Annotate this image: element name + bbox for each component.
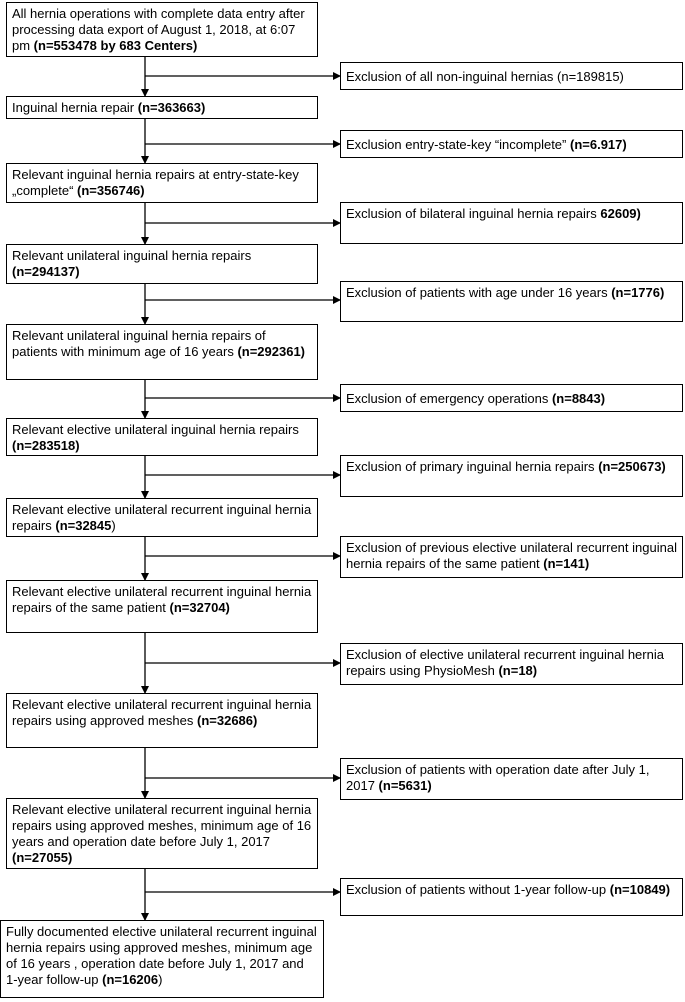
main-box-4-count: (n=294137) — [12, 264, 80, 279]
exclusion-box-4: Exclusion of patients with age under 16 … — [340, 281, 683, 322]
exclusion-box-1-text: Exclusion of all non-inguinal hernias (n… — [346, 69, 624, 84]
exclusion-box-2-text: Exclusion entry-state-key “incomplete” — [346, 137, 570, 152]
exclusion-box-6-count: (n=250673) — [598, 459, 666, 474]
main-box-4-text: Relevant unilateral inguinal hernia repa… — [12, 248, 252, 263]
main-box-6: Relevant elective unilateral inguinal he… — [6, 418, 318, 456]
exclusion-box-3-text: Exclusion of bilateral inguinal hernia r… — [346, 206, 601, 221]
main-box-7-text: Relevant elective unilateral recurrent i… — [12, 502, 312, 533]
main-box-9: Relevant elective unilateral recurrent i… — [6, 693, 318, 748]
main-box-11-count: (n=16206 — [102, 972, 159, 987]
exclusion-box-10-count: (n=10849) — [609, 882, 671, 897]
main-box-5-count: (n=292361) — [237, 344, 306, 359]
exclusion-box-2-count: (n=6.917) — [569, 137, 627, 152]
exclusion-box-5-count: (n=8843) — [551, 391, 606, 406]
main-box-1: All hernia operations with complete data… — [6, 2, 318, 57]
main-box-8-text: Relevant elective unilateral recurrent i… — [12, 584, 312, 615]
main-box-9-text: Relevant elective unilateral recurrent i… — [12, 697, 312, 728]
main-box-11-text: Fully documented elective unilateral rec… — [6, 924, 317, 987]
main-box-3: Relevant inguinal hernia repairs at entr… — [6, 163, 318, 203]
main-box-5: Relevant unilateral inguinal hernia repa… — [6, 324, 318, 380]
exclusion-box-3: Exclusion of bilateral inguinal hernia r… — [340, 202, 683, 244]
main-box-3-count: (n=356746) — [77, 183, 145, 198]
exclusion-box-9-text: Exclusion of patients with operation dat… — [346, 762, 650, 793]
exclusion-box-8: Exclusion of elective unilateral recurre… — [340, 643, 683, 685]
main-box-6-count: (n=283518) — [12, 438, 80, 453]
main-box-3-text: Relevant inguinal hernia repairs at entr… — [12, 167, 299, 198]
main-box-4: Relevant unilateral inguinal hernia repa… — [6, 244, 318, 284]
exclusion-box-4-count: (n=1776) — [611, 285, 665, 300]
main-box-10: Relevant elective unilateral recurrent i… — [6, 798, 318, 869]
exclusion-box-5: Exclusion of emergency operations (n=884… — [340, 384, 683, 412]
main-box-2-count: (n=363663) — [137, 100, 206, 115]
main-box-11-tail: ) — [158, 972, 163, 987]
main-box-2: Inguinal hernia repair (n=363663) — [6, 96, 318, 119]
exclusion-box-4-text: Exclusion of patients with age under 16 … — [346, 285, 612, 300]
exclusion-box-3-count: 62609) — [600, 206, 641, 221]
main-box-1-count: (n=553478 by 683 Centers) — [33, 38, 198, 53]
exclusion-box-10: Exclusion of patients without 1-year fol… — [340, 878, 683, 916]
exclusion-box-10-text: Exclusion of patients without 1-year fol… — [346, 882, 610, 897]
exclusion-box-8-text: Exclusion of elective unilateral recurre… — [346, 647, 664, 678]
main-box-11: Fully documented elective unilateral rec… — [0, 920, 324, 998]
main-box-10-count: (n=27055) — [12, 850, 73, 865]
main-box-2-text: Inguinal hernia repair — [12, 100, 138, 115]
exclusion-box-7: Exclusion of previous elective unilatera… — [340, 536, 683, 578]
main-box-9-count: (n=32686) — [197, 713, 258, 728]
main-box-10-text: Relevant elective unilateral recurrent i… — [12, 802, 312, 849]
exclusion-box-8-count: (n=18) — [498, 663, 538, 678]
exclusion-box-9-count: (n=5631) — [378, 778, 432, 793]
exclusion-box-7-text: Exclusion of previous elective unilatera… — [346, 540, 677, 571]
exclusion-box-7-count: (n=141) — [543, 556, 590, 571]
exclusion-box-1: Exclusion of all non-inguinal hernias (n… — [340, 62, 683, 90]
main-box-7-tail: ) — [111, 518, 116, 533]
main-box-7: Relevant elective unilateral recurrent i… — [6, 498, 318, 537]
main-box-5-text: Relevant unilateral inguinal hernia repa… — [12, 328, 266, 359]
main-box-8-count: (n=32704) — [169, 600, 230, 615]
exclusion-box-9: Exclusion of patients with operation dat… — [340, 758, 683, 800]
exclusion-box-6: Exclusion of primary inguinal hernia rep… — [340, 455, 683, 497]
main-box-7-count: (n=32845 — [55, 518, 112, 533]
main-box-8: Relevant elective unilateral recurrent i… — [6, 580, 318, 633]
exclusion-box-2: Exclusion entry-state-key “incomplete” (… — [340, 130, 683, 158]
main-box-1-text: All hernia operations with complete data… — [12, 6, 305, 53]
exclusion-box-5-text: Exclusion of emergency operations — [346, 391, 552, 406]
exclusion-box-6-text: Exclusion of primary inguinal hernia rep… — [346, 459, 599, 474]
main-box-6-text: Relevant elective unilateral inguinal he… — [12, 422, 299, 437]
